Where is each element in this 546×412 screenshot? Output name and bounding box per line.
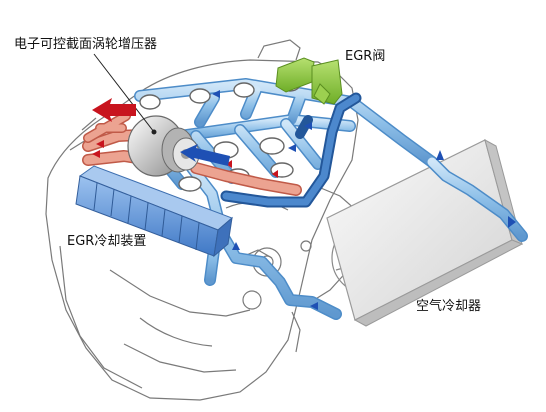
label-leaders — [93, 53, 157, 135]
flow-arrow-icon — [92, 90, 516, 310]
exhaust-manifold — [82, 111, 302, 196]
egr-valve-label: EGR阀 — [345, 49, 386, 64]
egr-valve-icon — [275, 57, 343, 105]
turbocharger-icon — [127, 115, 200, 177]
charge-air-cooler-label: 空气冷却器 — [416, 299, 482, 314]
turbocharger-label: 电子可控截面涡轮增压器 — [14, 37, 158, 52]
egr-pipe — [220, 92, 362, 208]
egr-cooler-icon — [75, 165, 233, 258]
egr-cooler-label: EGR冷却装置 — [67, 234, 147, 249]
